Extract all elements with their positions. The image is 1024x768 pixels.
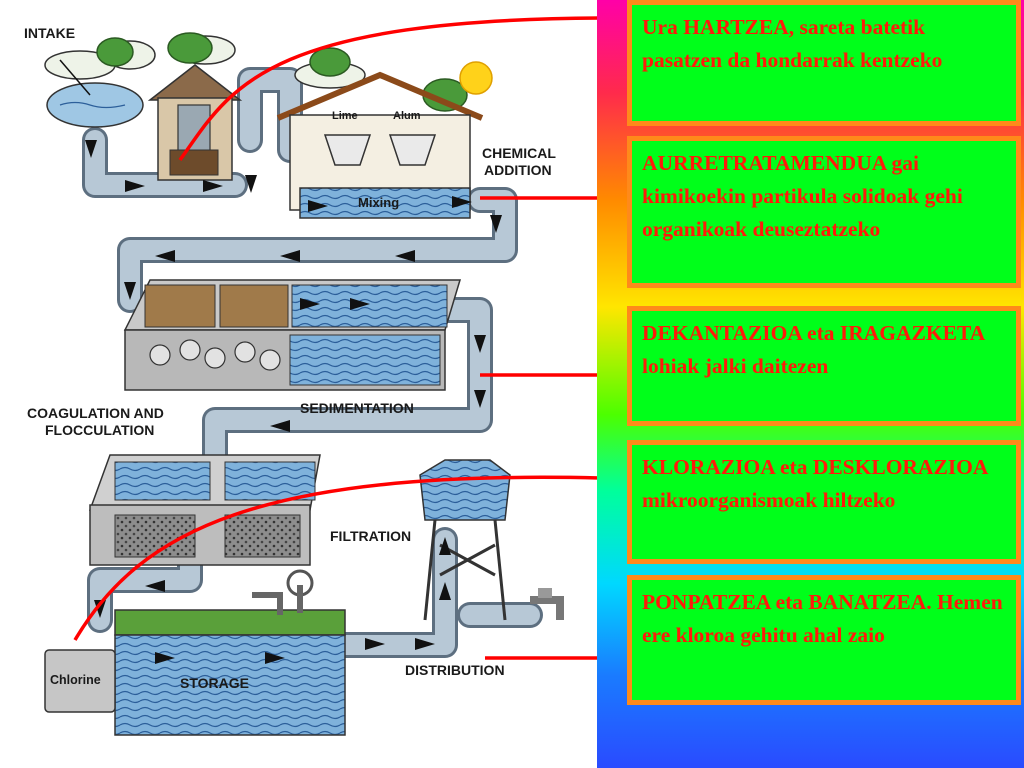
sedimentation-label: SEDIMENTATION [300,400,414,416]
flow-arrows [85,140,502,664]
intake-house [147,64,243,181]
chlorine-tank [44,649,116,713]
chemical-addition-label-line2: ADDITION [484,162,552,178]
storage-label: STORAGE [180,675,249,691]
water-treatment-diagram [44,10,600,736]
filtration-tank [88,454,321,566]
faucet-icon [530,588,564,620]
coagulation-label-line1: COAGULATION AND [27,405,164,421]
caption-text: PONPATZEA eta BANATZEA. Hemen ere kloroa… [642,590,1003,647]
caption-text: KLORAZIOA eta DESKLORAZIOA mikroorganism… [642,455,988,512]
coagulation-label-line2: FLOCCULATION [45,422,155,438]
intake-pond [46,82,144,128]
caption-text: Ura HARTZEA, sareta batetik pasatzen da … [642,15,943,72]
pointer-arrows [73,16,600,660]
alum-label: Alum [393,110,421,122]
intake-label: INTAKE [24,25,76,41]
caption-text: AURRETRATAMENDUA gai kimikoekin partikul… [642,151,963,241]
caption-box-intake: Ura HARTZEA, sareta batetik pasatzen da … [627,0,1021,126]
caption-box-chlorination: KLORAZIOA eta DESKLORAZIOA mikroorganism… [627,440,1021,564]
filtration-label: FILTRATION [330,528,412,544]
mixing-label: Mixing [358,195,400,210]
caption-box-distribution: PONPATZEA eta BANATZEA. Hemen ere kloroa… [627,575,1021,705]
sun-icon [459,61,493,95]
chemical-addition-house [276,71,484,219]
caption-box-pretreatment: AURRETRATAMENDUA gai kimikoekin partikul… [627,136,1021,288]
caption-text: DEKANTAZIOA eta IRAGAZKETA lohiak jalki … [642,321,985,378]
water-tower [419,459,511,621]
chemical-addition-label-line1: CHEMICAL [482,145,556,161]
storage-reservoir [114,569,346,736]
caption-box-sedimentation: DEKANTAZIOA eta IRAGAZKETA lohiak jalki … [627,306,1021,426]
tree-icon [96,32,468,112]
distribution-label: DISTRIBUTION [405,662,505,678]
lime-label: Lime [332,110,358,122]
sedimentation-tank [123,279,462,391]
chlorine-label: Chlorine [50,673,101,687]
